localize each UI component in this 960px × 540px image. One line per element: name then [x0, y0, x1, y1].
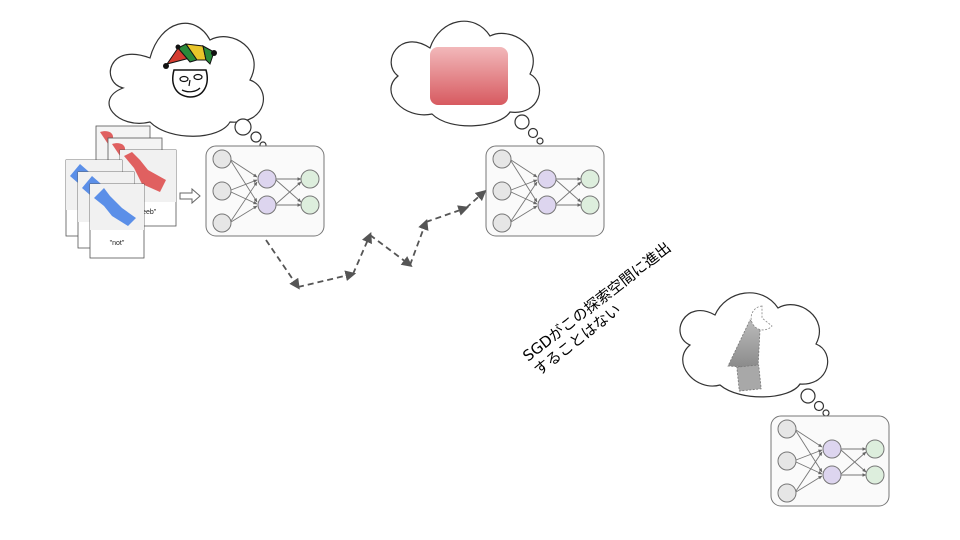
gray-pacman-shape-icon [727, 305, 773, 392]
card-label-not: "not" [110, 240, 125, 247]
annotation-line-1: SGDがこの探索空間に進出 [519, 238, 674, 365]
red-rectangle-icon [430, 47, 508, 105]
neural-network-1 [205, 145, 325, 237]
training-cards: "neeb" "not" [65, 125, 177, 259]
jester-face-icon [163, 43, 217, 98]
neural-network-3 [770, 415, 890, 507]
card-label-neeb: "neeb" [136, 209, 157, 216]
input-arrow-icon [179, 187, 201, 205]
neural-network-2 [485, 145, 605, 237]
sgd-path [265, 189, 487, 290]
annotation-text: SGDがこの探索空間に進出 することはない [519, 238, 674, 379]
